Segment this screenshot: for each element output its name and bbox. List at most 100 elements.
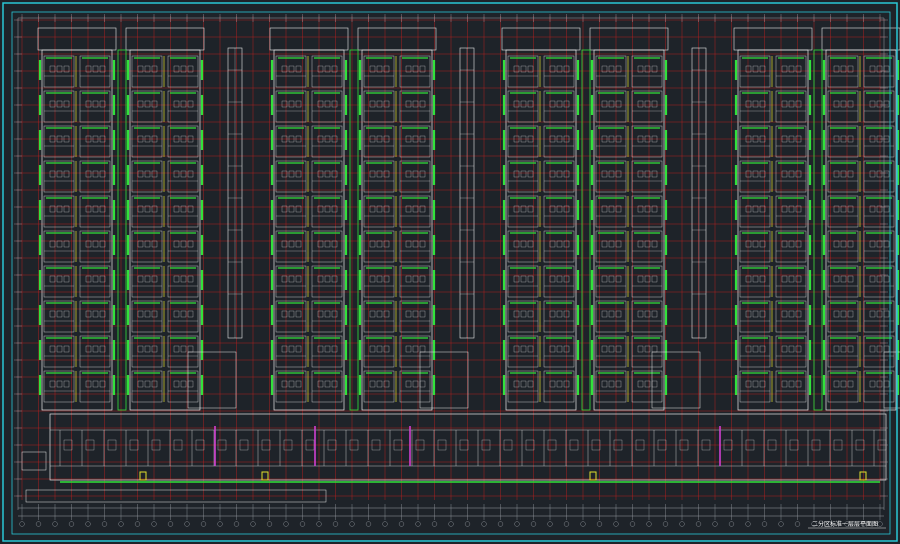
fixture (847, 65, 854, 73)
fixture (759, 100, 766, 108)
fixture (92, 275, 99, 283)
fixture (173, 380, 180, 388)
fixture (745, 65, 752, 73)
axis-bubble (151, 521, 157, 527)
unit-room-left (43, 335, 75, 368)
fixture (376, 345, 383, 353)
fixture (563, 310, 570, 318)
fixture (549, 170, 556, 178)
fixture (759, 275, 766, 283)
fixture (847, 345, 854, 353)
fixture (876, 65, 883, 73)
axis-bubble (365, 521, 372, 527)
axis-bubble (514, 521, 520, 527)
fixture (99, 240, 106, 248)
fixture (781, 275, 788, 283)
unit-room-right (79, 230, 111, 263)
axis-bubble (134, 521, 141, 527)
fixture (781, 65, 788, 73)
fixture (752, 205, 759, 213)
unit-room-right (79, 160, 111, 193)
fixture (383, 135, 390, 143)
building-4 (733, 27, 900, 411)
fixture (288, 205, 295, 213)
fixture (369, 240, 376, 248)
fixture (85, 135, 92, 143)
axis-bubble (382, 521, 388, 527)
fixture (601, 345, 608, 353)
fixture (281, 380, 288, 388)
fixture (412, 170, 419, 178)
fixture (419, 170, 426, 178)
fixture (840, 135, 847, 143)
fixture (85, 380, 92, 388)
unit-room-left (363, 125, 395, 158)
unit-room-left (739, 55, 771, 88)
fixture (173, 135, 180, 143)
fixture (833, 345, 840, 353)
fixture (601, 205, 608, 213)
fixture (324, 100, 331, 108)
unit-room-right (311, 265, 343, 298)
fixture (281, 205, 288, 213)
fixture (869, 135, 876, 143)
fixture (295, 240, 302, 248)
fixture (876, 100, 883, 108)
fixture (376, 240, 383, 248)
fixture (795, 240, 802, 248)
fixture (637, 205, 644, 213)
fixture (601, 275, 608, 283)
fixture (752, 170, 759, 178)
unit-room-left (827, 55, 859, 88)
fixture (745, 170, 752, 178)
fixture (187, 275, 194, 283)
unit-room-left (739, 90, 771, 123)
fixture (556, 170, 563, 178)
fixture (56, 380, 63, 388)
fixture (369, 205, 376, 213)
fixture (405, 170, 412, 178)
fixture (144, 170, 151, 178)
axis-bubble (68, 521, 75, 527)
fixture (556, 380, 563, 388)
fixture (520, 205, 527, 213)
fixture (56, 135, 63, 143)
fixture (644, 65, 651, 73)
fixture (788, 345, 795, 353)
fixture (637, 345, 644, 353)
fixture (49, 205, 56, 213)
fixture (608, 205, 615, 213)
fixture (137, 65, 144, 73)
podium-fixture (349, 439, 359, 451)
fixture (383, 65, 390, 73)
fixture (63, 65, 70, 73)
podium-fixture (547, 439, 557, 451)
tower-2 (589, 27, 669, 411)
unit-room-left (739, 265, 771, 298)
fixture (644, 240, 651, 248)
axis-bubble (844, 521, 850, 527)
fixture (281, 135, 288, 143)
fixture (840, 205, 847, 213)
fixture (752, 345, 759, 353)
unit-room-left (363, 370, 395, 403)
fixture (644, 275, 651, 283)
unit-room-right (543, 55, 575, 88)
fixture (405, 135, 412, 143)
fixture (644, 135, 651, 143)
fixture (781, 380, 788, 388)
tower-outline (593, 49, 665, 411)
unit-room-left (827, 90, 859, 123)
unit-room-right (631, 90, 663, 123)
fixture (527, 100, 534, 108)
fixture (144, 380, 151, 388)
podium-fixture (195, 439, 205, 451)
fixture (92, 310, 99, 318)
fixture (840, 275, 847, 283)
fixture (281, 345, 288, 353)
axis-bubble (233, 521, 240, 527)
unit-room-right (311, 335, 343, 368)
unit-room-left (827, 125, 859, 158)
fixture (520, 135, 527, 143)
